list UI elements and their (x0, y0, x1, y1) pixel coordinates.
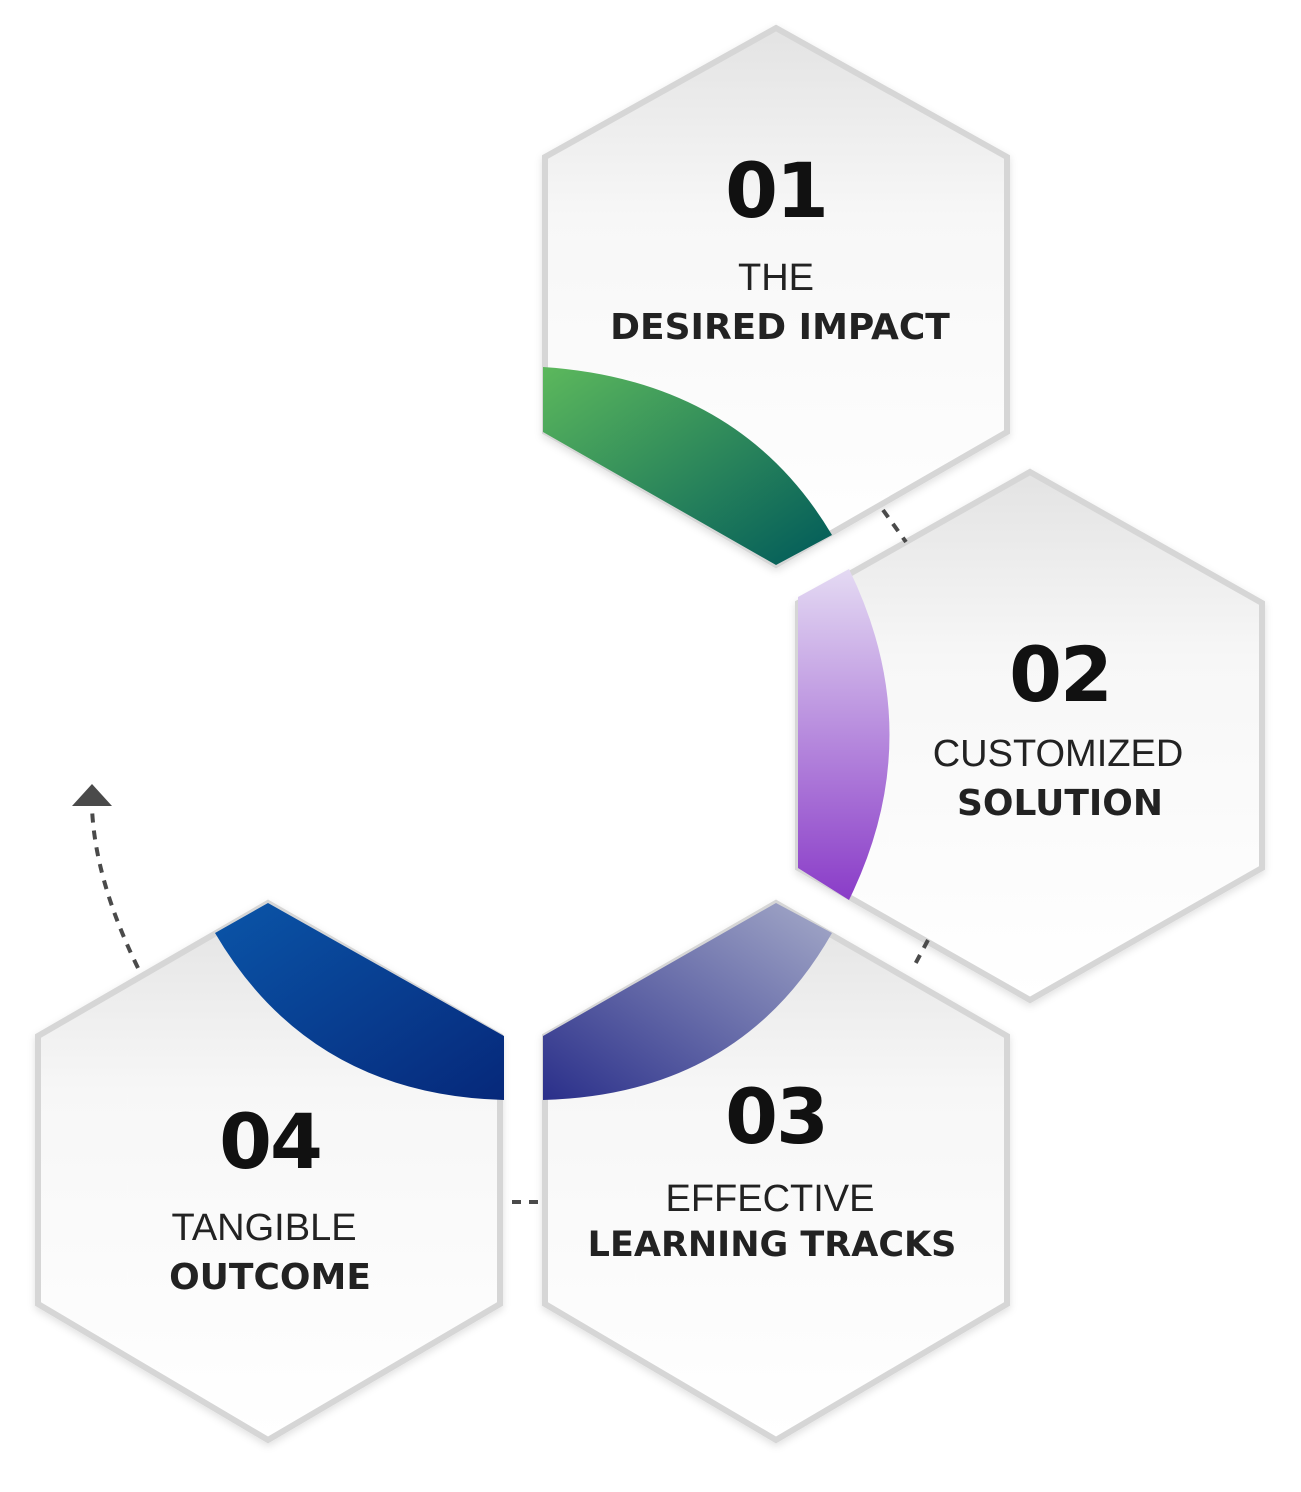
step-4-line2: OUTCOME (169, 1257, 371, 1298)
return-arrow-line (90, 807, 140, 969)
step-2-number: 02 (1009, 630, 1111, 719)
step-2-arc (798, 569, 890, 900)
connector-2-3 (910, 939, 930, 971)
step-4-arc (215, 903, 504, 1100)
step-1-line2: DESIRED IMPACT (610, 307, 950, 348)
step-1-arc (543, 367, 832, 565)
arrowhead-up-icon (72, 784, 112, 806)
step-1-number: 01 (725, 146, 827, 235)
step-4-line1: TANGIBLE (171, 1207, 356, 1249)
step-3-number: 03 (725, 1072, 827, 1161)
step-3-line2: LEARNING TRACKS (588, 1225, 957, 1265)
step-2-line1: CUSTOMIZED (933, 733, 1184, 775)
step-1-line1: THE (738, 257, 814, 299)
step-3-arc (543, 903, 832, 1100)
step-4-number: 04 (219, 1097, 321, 1186)
step-3-line1: EFFECTIVE (665, 1178, 874, 1220)
connector-1-2 (881, 508, 908, 544)
step-2-line2: SOLUTION (957, 783, 1163, 824)
